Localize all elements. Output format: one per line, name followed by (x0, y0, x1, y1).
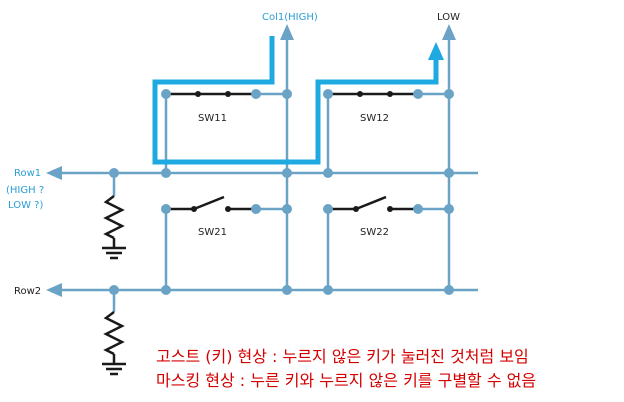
switch-connectors (164, 92, 449, 290)
row1-state-line1: (HIGH ? (6, 185, 44, 196)
col1-label: Col1(HIGH) (262, 12, 318, 23)
sw22-label: SW22 (360, 227, 389, 238)
row2-label: Row2 (14, 286, 41, 297)
switch-sw12 (328, 91, 418, 97)
junction-dots (109, 89, 454, 295)
row1-label: Row1 (14, 168, 41, 179)
switch-sw22 (328, 195, 418, 212)
row1-state-line2: LOW ?) (8, 200, 43, 211)
note-masking: 마스킹 현상 : 누른 키와 누르지 않은 키를 구별할 수 없음 (156, 371, 536, 390)
col2-label: LOW (437, 12, 460, 23)
note-ghosting: 고스트 (키) 현상 : 누르지 않은 키가 눌러진 것처럼 보임 (156, 347, 529, 366)
ghost-current-path (152, 36, 439, 165)
switch-sw21 (166, 195, 256, 212)
row2-arrow (46, 283, 62, 297)
resistor-row1 (102, 173, 126, 260)
sw12-label: SW12 (360, 113, 389, 124)
sw11-label: SW11 (198, 113, 227, 124)
ghost-path-arrow (428, 42, 444, 60)
row-wires (58, 171, 478, 292)
sw21-label: SW21 (198, 227, 227, 238)
row1-arrow (46, 166, 62, 180)
switch-sw11 (166, 91, 256, 97)
col1-arrow (280, 24, 294, 40)
col2-arrow (442, 24, 456, 40)
resistor-row2 (102, 290, 126, 376)
